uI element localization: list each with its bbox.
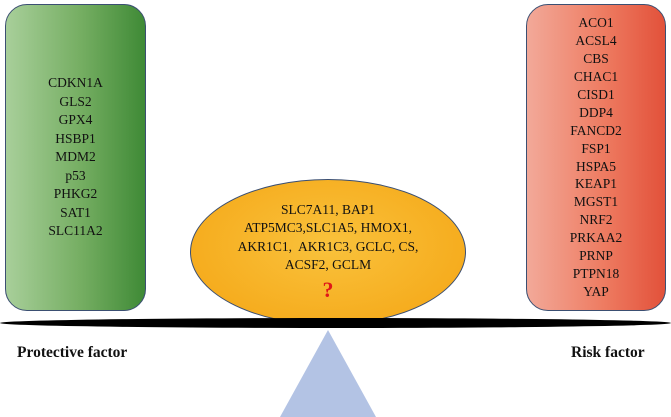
risk-gene: PRKAA2 — [569, 230, 623, 246]
risk-gene: HSPA5 — [575, 158, 617, 174]
risk-gene: CHAC1 — [573, 68, 619, 84]
protective-factor-label: Protective factor — [17, 344, 128, 361]
risk-gene: PTPN18 — [572, 265, 620, 281]
risk-gene: NRF2 — [579, 212, 613, 228]
uncertain-gene-line: SLC7A11, BAP1 — [280, 201, 375, 217]
protective-gene: GPX4 — [58, 112, 93, 128]
protective-gene: PHKG2 — [53, 186, 98, 202]
risk-factor-label: Risk factor — [571, 344, 645, 361]
uncertain-gene-line: ATP5MC3,SLC1A5, HMOX1, — [243, 220, 412, 236]
question-mark: ? — [322, 277, 334, 303]
uncertain-gene-line: ACSF2, GCLM — [284, 256, 372, 272]
protective-gene: p53 — [65, 167, 86, 183]
risk-gene: CBS — [583, 51, 609, 67]
fulcrum-triangle — [280, 330, 376, 417]
protective-gene: GLS2 — [59, 93, 92, 109]
risk-gene: FSP1 — [581, 140, 611, 156]
risk-gene: PRNP — [579, 248, 613, 264]
protective-gene: CDKN1A — [48, 75, 103, 91]
protective-gene: SAT1 — [60, 204, 91, 220]
risk-gene: FANCD2 — [570, 122, 622, 138]
risk-gene: KEAP1 — [574, 176, 617, 192]
risk-gene: MGST1 — [573, 194, 619, 210]
risk-gene: DDP4 — [579, 104, 613, 120]
risk-gene: ACO1 — [578, 15, 614, 31]
risk-gene: YAP — [583, 283, 609, 299]
uncertain-gene-line: AKR1C1, AKR1C3, GCLC, CS, — [237, 238, 419, 254]
balance-beam — [0, 318, 671, 328]
risk-gene: CISD1 — [577, 86, 615, 102]
protective-gene: SLC11A2 — [48, 223, 103, 239]
protective-gene: MDM2 — [55, 149, 96, 165]
risk-gene: ACSL4 — [575, 33, 617, 49]
protective-gene: HSBP1 — [55, 130, 96, 146]
